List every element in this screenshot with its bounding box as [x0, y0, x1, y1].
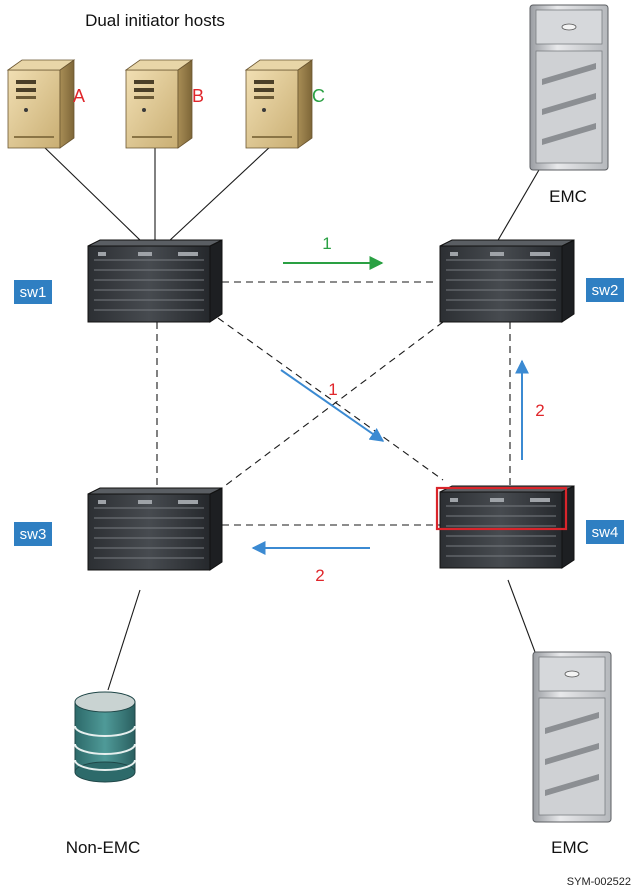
sw2-label-box: [586, 278, 624, 302]
sw3-label: sw3: [20, 526, 47, 543]
non-emc-label: Non-EMC: [66, 838, 141, 857]
switch-sw4: [439, 485, 575, 569]
switch-sw3: [87, 487, 223, 571]
arrow-blue-1: [280, 369, 385, 442]
switch-sw2: [439, 239, 575, 323]
emc-storage-top: [529, 4, 609, 171]
sw2-label: sw2: [592, 282, 619, 299]
emc-bottom-label: EMC: [551, 838, 589, 857]
sw1-label-box: [14, 280, 52, 304]
switch-sw1: [87, 239, 223, 323]
path-label-green-1: 1: [322, 234, 331, 253]
link-sw4-emc-bottom: [507, 579, 536, 653]
solid-links: [41, 144, 544, 691]
host-b: [124, 59, 194, 149]
figure-reference: SYM-002522: [567, 876, 631, 888]
sw4-highlight-box: [435, 486, 568, 531]
host-c-label: C: [312, 86, 325, 106]
path-label-blue-2-vertical: 2: [535, 401, 544, 420]
path-label-blue-2-horizontal: 2: [315, 566, 324, 585]
link-sw3-non-emc: [107, 589, 141, 691]
sw4-label-box: [586, 520, 624, 544]
emc-top-label: EMC: [549, 187, 587, 206]
host-a: [6, 59, 76, 149]
non-emc-disk: [74, 691, 136, 783]
host-b-label: B: [192, 86, 204, 106]
sw1-label: sw1: [20, 284, 47, 301]
host-a-label: A: [73, 86, 85, 106]
host-c: [244, 59, 314, 149]
diagram-title: Dual initiator hosts: [85, 11, 225, 30]
isl-sw1-sw4: [217, 317, 444, 481]
path-label-blue-1: 1: [328, 380, 337, 399]
sw3-label-box: [14, 522, 52, 546]
link-host-a-sw1: [41, 144, 143, 243]
link-host-c-sw1: [167, 144, 273, 243]
sw4-label: sw4: [592, 524, 619, 541]
emc-storage-bottom: [532, 651, 612, 823]
link-sw2-emc-top: [496, 162, 544, 243]
